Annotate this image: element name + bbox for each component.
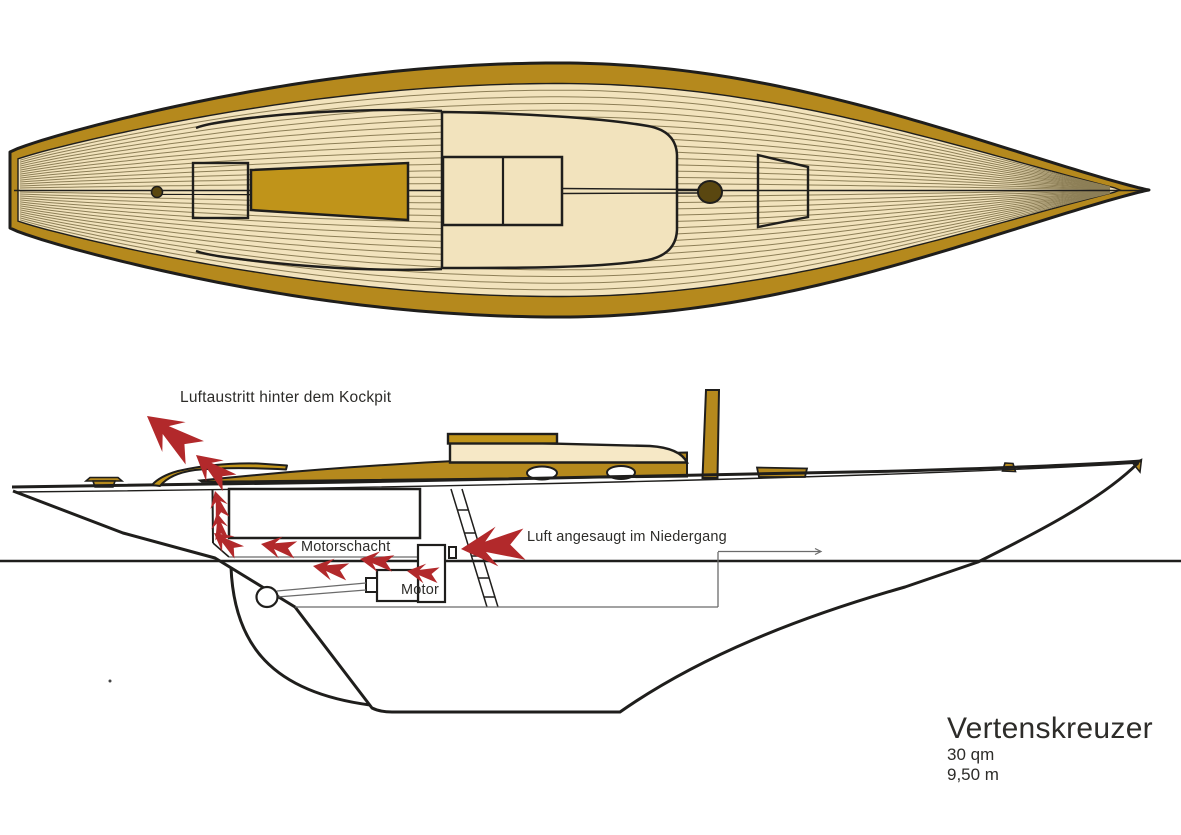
plan-coaming-upper	[195, 108, 443, 130]
prop-shaft-line-2	[276, 589, 367, 598]
cockpit-well-section	[227, 487, 422, 540]
vent-duct-bottom	[212, 542, 230, 558]
air-inlet-slot	[448, 546, 457, 559]
gearbox	[365, 577, 378, 593]
plan-aft-hatch	[191, 161, 250, 220]
plan-coaming-lower	[195, 249, 443, 271]
vent-duct-wall	[211, 488, 214, 544]
compartment-line-end-tick	[814, 547, 823, 556]
boat-name: Vertenskreuzer	[947, 712, 1153, 745]
airflow-arrow-left-3	[311, 555, 350, 583]
plan-cockpit-well	[249, 161, 410, 222]
label-motorschacht: Motorschacht	[301, 539, 391, 555]
label-motor: Motor	[401, 582, 440, 598]
deck-line-inner	[13, 462, 1140, 493]
traveler-line-1	[561, 187, 701, 191]
deck-plan-view	[8, 61, 1151, 319]
plan-rudder-stock	[150, 185, 164, 199]
plan-cabin-top	[440, 110, 679, 270]
label-air-outlet: Luftaustritt hinter dem Kockpit	[180, 389, 392, 406]
rudder	[229, 566, 371, 707]
print-dot	[108, 679, 112, 683]
airflow-arrow-outlet-big	[135, 401, 207, 469]
profile-skylight	[446, 432, 559, 445]
doghouse	[448, 439, 689, 464]
motor-box	[375, 568, 420, 603]
hull-bottom-line	[12, 461, 1140, 714]
prop-shaft-line-1	[276, 582, 367, 592]
sheer-line	[11, 459, 1142, 489]
sail-area: 30 qm	[947, 745, 995, 764]
plan-mast-circle	[697, 180, 723, 204]
plan-fore-hatch	[756, 153, 810, 229]
mast	[701, 389, 721, 479]
propeller-boss	[255, 585, 279, 609]
traveler-line-2	[561, 192, 701, 195]
airflow-arrow-intake-big	[459, 524, 526, 569]
boat-length: 9,50 m	[947, 765, 999, 785]
title-block: Vertenskreuzer 30 qm 9,50 m	[947, 712, 1153, 785]
profile-view	[0, 389, 1181, 714]
label-air-intake: Luft angesaugt im Niedergang	[527, 529, 727, 545]
